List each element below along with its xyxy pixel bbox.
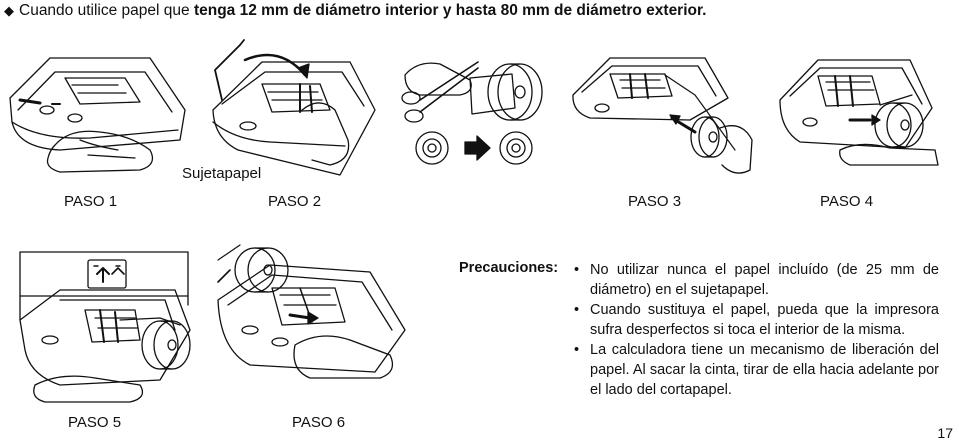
label-step1: PASO 1 [64,193,117,210]
label-holder: Sujetapapel [182,165,261,182]
page-number: 17 [937,425,953,441]
step4-illustration-a [573,58,752,173]
step3-illustration [402,62,542,164]
label-step3: PASO 3 [628,193,681,210]
paper-core-after [500,132,532,164]
step1-illustration [10,58,185,172]
step5-illustration [20,252,190,402]
label-step2: PASO 2 [268,193,321,210]
step4-illustration-b [780,60,938,165]
paper-core-before [416,132,448,164]
label-step4: PASO 4 [820,193,873,210]
precaution-item: Cuando sustituya el papel, pueda que la … [574,300,939,340]
step2-illustration [213,40,375,175]
paper-release-icon [88,260,126,288]
precaution-item: No utilizar nunca el papel incluído (de … [574,260,939,300]
label-step5: PASO 5 [68,414,121,431]
label-step6: PASO 6 [292,414,345,431]
precautions-list: No utilizar nunca el papel incluído (de … [574,260,939,400]
step6-illustration [218,245,405,378]
precaution-item: La calculadora tiene un mecanismo de lib… [574,340,939,400]
precautions-title: Precauciones: [459,260,558,276]
arrow-right-icon [465,136,490,160]
